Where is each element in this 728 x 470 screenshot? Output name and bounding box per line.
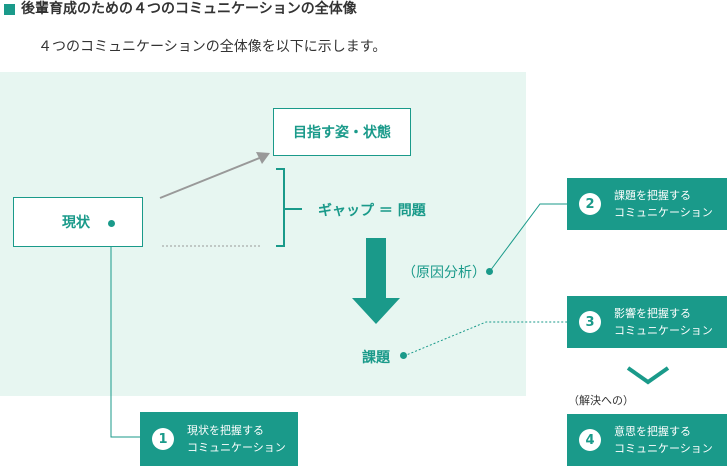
solution-label: （解決への） xyxy=(568,394,634,407)
page-subtitle: ４つのコミュニケーションの全体像を以下に示します。 xyxy=(38,39,387,55)
card-1-line2: コミュニケーション xyxy=(187,441,286,454)
chevron-down-icon xyxy=(626,366,670,385)
card-3-line2: コミュニケーション xyxy=(614,324,713,337)
card-4-line2: コミュニケーション xyxy=(614,442,713,455)
title-square-icon xyxy=(4,4,15,15)
card-number-2: 2 xyxy=(579,193,601,215)
connector-3 xyxy=(403,321,567,357)
gap-arrow-head xyxy=(256,152,270,164)
cause-analysis-dot xyxy=(486,268,493,275)
gap-bracket xyxy=(276,168,285,247)
card-impact-communication: 3 影響を把握する コミュニケーション xyxy=(567,296,727,348)
card-2-line2: コミュニケーション xyxy=(614,206,713,219)
cause-analysis-label: （原因分析） xyxy=(402,265,486,281)
down-arrow xyxy=(352,238,400,324)
card-number-4: 4 xyxy=(579,429,601,451)
card-issue-communication: 2 課題を把握する コミュニケーション xyxy=(567,178,727,230)
connector-1 xyxy=(110,223,140,438)
card-current-state-communication: 1 現状を把握する コミュニケーション xyxy=(140,412,298,466)
card-1-line1: 現状を把握する xyxy=(187,424,264,437)
connector-2 xyxy=(489,203,567,272)
issue-dot xyxy=(400,352,407,359)
goal-state-box: 目指す姿・状態 xyxy=(273,108,411,156)
issue-label: 課題 xyxy=(362,350,390,366)
card-2-line1: 課題を把握する xyxy=(614,189,691,202)
card-number-3: 3 xyxy=(579,311,601,333)
page-title: 後輩育成のための４つのコミュニケーションの全体像 xyxy=(21,1,357,17)
current-state-label: 現状 xyxy=(62,215,90,231)
current-state-dot xyxy=(108,220,115,227)
gap-arrow-line xyxy=(159,156,263,199)
goal-state-label: 目指す姿・状態 xyxy=(293,125,391,141)
gap-problem-label: ギャップ ＝ 問題 xyxy=(318,203,426,219)
card-intention-communication: 4 意思を把握する コミュニケーション xyxy=(567,414,727,466)
current-state-box: 現状 xyxy=(13,197,143,247)
card-3-line1: 影響を把握する xyxy=(614,307,691,320)
card-number-1: 1 xyxy=(152,428,174,450)
card-4-line1: 意思を把握する xyxy=(614,425,691,438)
